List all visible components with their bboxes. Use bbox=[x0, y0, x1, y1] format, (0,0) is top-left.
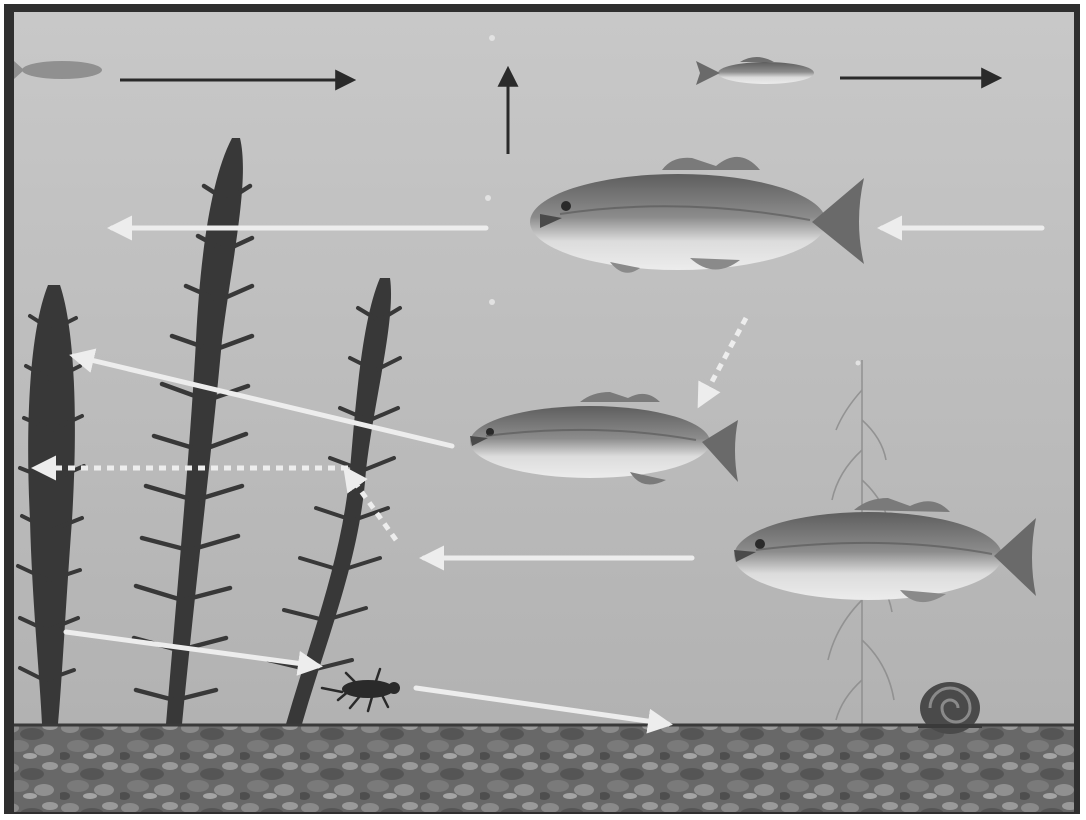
bottom-substrate bbox=[14, 724, 1074, 812]
water-background bbox=[14, 12, 1074, 726]
